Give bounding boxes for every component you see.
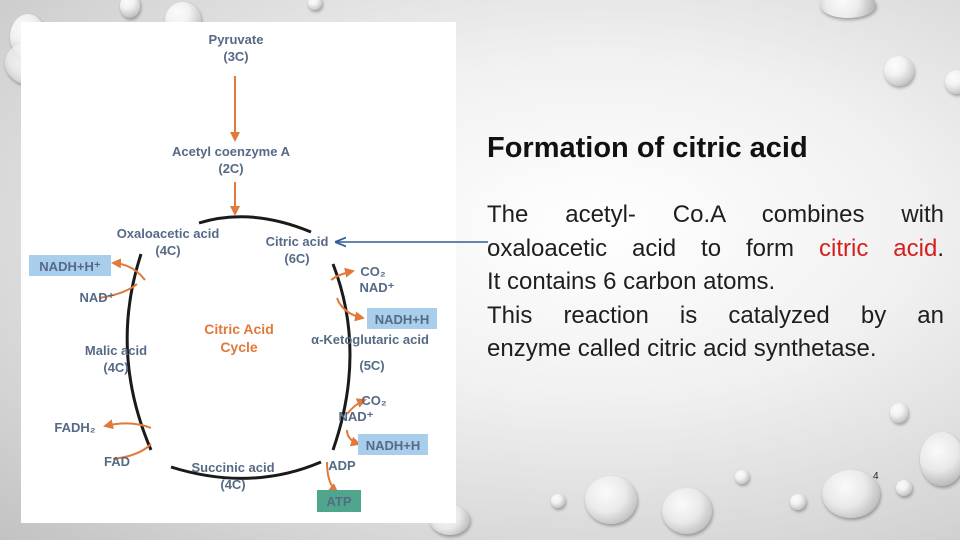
highlight-citric-acid: citric acid — [819, 234, 938, 262]
label-cycle-line1: Citric Acid — [204, 321, 274, 337]
arrow-co2-1 — [330, 267, 355, 281]
label-oxaloacetic: Oxaloacetic acid — [117, 226, 220, 241]
citric-acid-cycle-diagram: Pyruvate (3C) Acetyl coenzyme A (2C) Oxa… — [21, 22, 456, 523]
label-citric: Citric acid — [266, 234, 329, 249]
arrow-co2-2 — [346, 398, 367, 415]
label-nad-left: NAD⁺ — [79, 290, 114, 305]
label-malic-carbons: (4C) — [103, 360, 128, 375]
water-drop — [551, 494, 565, 508]
arrow-fad — [112, 443, 152, 460]
water-drop — [920, 432, 960, 486]
water-drop — [308, 0, 322, 10]
nadh-box-2 — [358, 434, 428, 455]
label-nad-2: NAD⁺ — [338, 409, 373, 424]
body-line-2: oxaloacetic acid to form citric acid. — [487, 232, 944, 266]
label-pyruvate: Pyruvate — [209, 32, 264, 47]
water-drop — [822, 470, 880, 518]
label-nad-1: NAD⁺ — [359, 280, 394, 295]
cycle-arc-top — [198, 215, 312, 234]
body-line-5: enzyme called citric acid synthetase. — [487, 335, 877, 362]
label-malic: Malic acid — [85, 343, 147, 358]
label-acetyl-carbons: (2C) — [218, 161, 243, 176]
label-akg-carbons: (5C) — [359, 358, 384, 373]
arrow-nadh-2 — [346, 429, 361, 447]
label-acetyl-coa: Acetyl coenzyme A — [172, 144, 291, 159]
water-drop — [735, 470, 749, 484]
body-line-2-period: . — [937, 234, 944, 262]
nadh-box-1 — [367, 308, 437, 329]
label-succinic: Succinic acid — [191, 460, 274, 475]
label-adp: ADP — [328, 458, 356, 473]
label-succinic-carbons: (4C) — [220, 477, 245, 492]
water-drop — [662, 488, 712, 534]
label-nadh-left: NADH+H⁺ — [39, 259, 101, 274]
water-drop — [896, 480, 912, 496]
label-cycle-line2: Cycle — [220, 339, 258, 355]
body-line-4: This reaction is catalyzed by an — [487, 301, 944, 329]
water-drop — [890, 403, 908, 423]
water-drop — [790, 494, 806, 510]
body-line-2-text: oxaloacetic acid to form — [487, 234, 819, 262]
label-co2-2: CO₂ — [361, 393, 387, 408]
page-number: 4 — [873, 471, 879, 482]
arrow-nadh-1 — [336, 297, 365, 322]
label-atp: ATP — [326, 494, 351, 509]
label-nadh-2: NADH+H — [366, 438, 421, 453]
water-drop — [945, 70, 960, 94]
water-drop — [120, 0, 140, 18]
nadh-box-left — [29, 255, 111, 276]
label-oxaloacetic-carbons: (4C) — [155, 243, 180, 258]
arrow-nad-left — [98, 283, 138, 299]
label-pyruvate-carbons: (3C) — [223, 49, 248, 64]
label-nadh-1: NADH+H — [375, 312, 430, 327]
cycle-arc-right — [331, 263, 352, 451]
body-line-3: It contains 6 carbon atoms. — [487, 268, 776, 295]
water-drop — [884, 56, 914, 86]
label-citric-carbons: (6C) — [284, 251, 309, 266]
label-akg: α-Ketoglutaric acid — [311, 332, 429, 347]
water-drop — [585, 476, 637, 524]
label-fad: FAD — [104, 454, 130, 469]
atp-box — [317, 490, 361, 512]
slide-title: Formation of citric acid — [487, 132, 808, 164]
water-drop — [820, 0, 876, 18]
label-fadh2: FADH₂ — [54, 420, 95, 435]
arrow-fadh2 — [103, 419, 152, 430]
arrow-nadh-left — [111, 258, 146, 281]
cycle-arc-bottom — [170, 460, 322, 480]
slide-body-text: The acetyl- Co.A combines with oxaloacet… — [487, 198, 944, 366]
body-line-1: The acetyl- Co.A combines with — [487, 201, 944, 228]
label-co2-1: CO₂ — [360, 264, 386, 279]
